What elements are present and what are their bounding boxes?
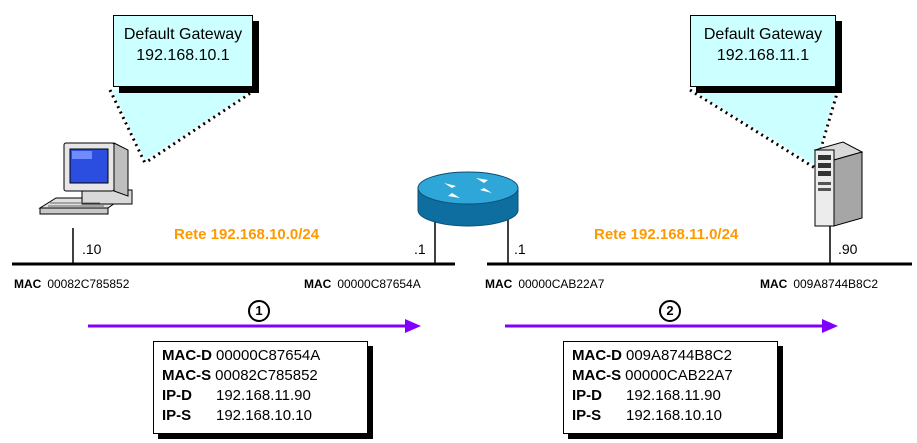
mac-value: 00000C87654A bbox=[337, 277, 421, 291]
ip-label-server: .90 bbox=[838, 241, 858, 257]
frame-row: IP-S 192.168.10.10 bbox=[572, 406, 769, 426]
callout-pointer-right-fill bbox=[692, 90, 836, 165]
frame-value: 009A8744B8C2 bbox=[626, 347, 732, 364]
mac-label-router-right: MAC 00000CAB22A7 bbox=[485, 277, 604, 291]
ip-label-pc: .10 bbox=[82, 241, 102, 257]
network-label-right: Rete 192.168.11.0/24 bbox=[594, 226, 739, 243]
frame-key: MAC-S bbox=[572, 367, 622, 384]
callout-title: Default Gateway bbox=[703, 26, 823, 43]
frame-value: 192.168.11.90 bbox=[216, 387, 311, 404]
frame-key: IP-D bbox=[162, 387, 192, 404]
mac-label-pc: MAC 00082C785852 bbox=[14, 277, 129, 291]
frame-value: 00000C87654A bbox=[216, 347, 321, 364]
arrow-step-2 bbox=[505, 319, 838, 333]
mac-prefix: MAC bbox=[485, 277, 513, 291]
gateway-callout-left: Default Gateway 192.168.10.1 bbox=[113, 15, 253, 87]
mac-label-server: MAC 009A8744B8C2 bbox=[760, 277, 878, 291]
frame-value: 192.168.10.10 bbox=[626, 407, 722, 424]
frame-value: 00082C785852 bbox=[215, 367, 318, 384]
step-marker-1: 1 bbox=[248, 300, 270, 322]
step-marker-2: 2 bbox=[659, 300, 681, 322]
ip-label-router-left: .1 bbox=[414, 241, 426, 257]
ip-label-router-right: .1 bbox=[514, 241, 526, 257]
mac-value: 00082C785852 bbox=[47, 277, 130, 291]
callout-pointer-left-fill bbox=[112, 90, 253, 160]
frame-key: IP-S bbox=[572, 407, 602, 424]
mac-prefix: MAC bbox=[304, 277, 332, 291]
frame-value: 192.168.10.10 bbox=[216, 407, 312, 424]
callout-ip: 192.168.10.1 bbox=[136, 47, 230, 64]
frame-row: IP-S 192.168.10.10 bbox=[162, 406, 359, 426]
callout-title: Default Gateway bbox=[123, 26, 243, 43]
frame-key: MAC-D bbox=[572, 347, 622, 364]
frame-key: IP-D bbox=[572, 387, 602, 404]
callout-ip: 192.168.11.1 bbox=[716, 47, 810, 64]
mac-label-router-left: MAC 00000C87654A bbox=[304, 277, 421, 291]
network-label-left: Rete 192.168.10.0/24 bbox=[174, 226, 320, 243]
mac-value: 00000CAB22A7 bbox=[518, 277, 605, 291]
frame-key: MAC-D bbox=[162, 347, 212, 364]
frame-value: 192.168.11.90 bbox=[626, 387, 721, 404]
mac-prefix: MAC bbox=[14, 277, 42, 291]
frame-key: MAC-S bbox=[162, 367, 212, 384]
frame-key: IP-S bbox=[162, 407, 192, 424]
callout-pointer-left bbox=[108, 88, 256, 165]
mac-value: 009A8744B8C2 bbox=[793, 277, 879, 291]
arrow-step-1 bbox=[88, 319, 421, 333]
frame-row: IP-D 192.168.11.90 bbox=[162, 386, 359, 406]
mac-prefix: MAC bbox=[760, 277, 788, 291]
server-icon bbox=[813, 141, 864, 227]
router-icon bbox=[417, 171, 519, 227]
frame-value: 00000CAB22A7 bbox=[625, 367, 733, 384]
gateway-callout-right: Default Gateway 192.168.11.1 bbox=[690, 15, 836, 87]
pc-icon bbox=[38, 142, 133, 215]
frame-row: IP-D 192.168.11.90 bbox=[572, 386, 769, 406]
